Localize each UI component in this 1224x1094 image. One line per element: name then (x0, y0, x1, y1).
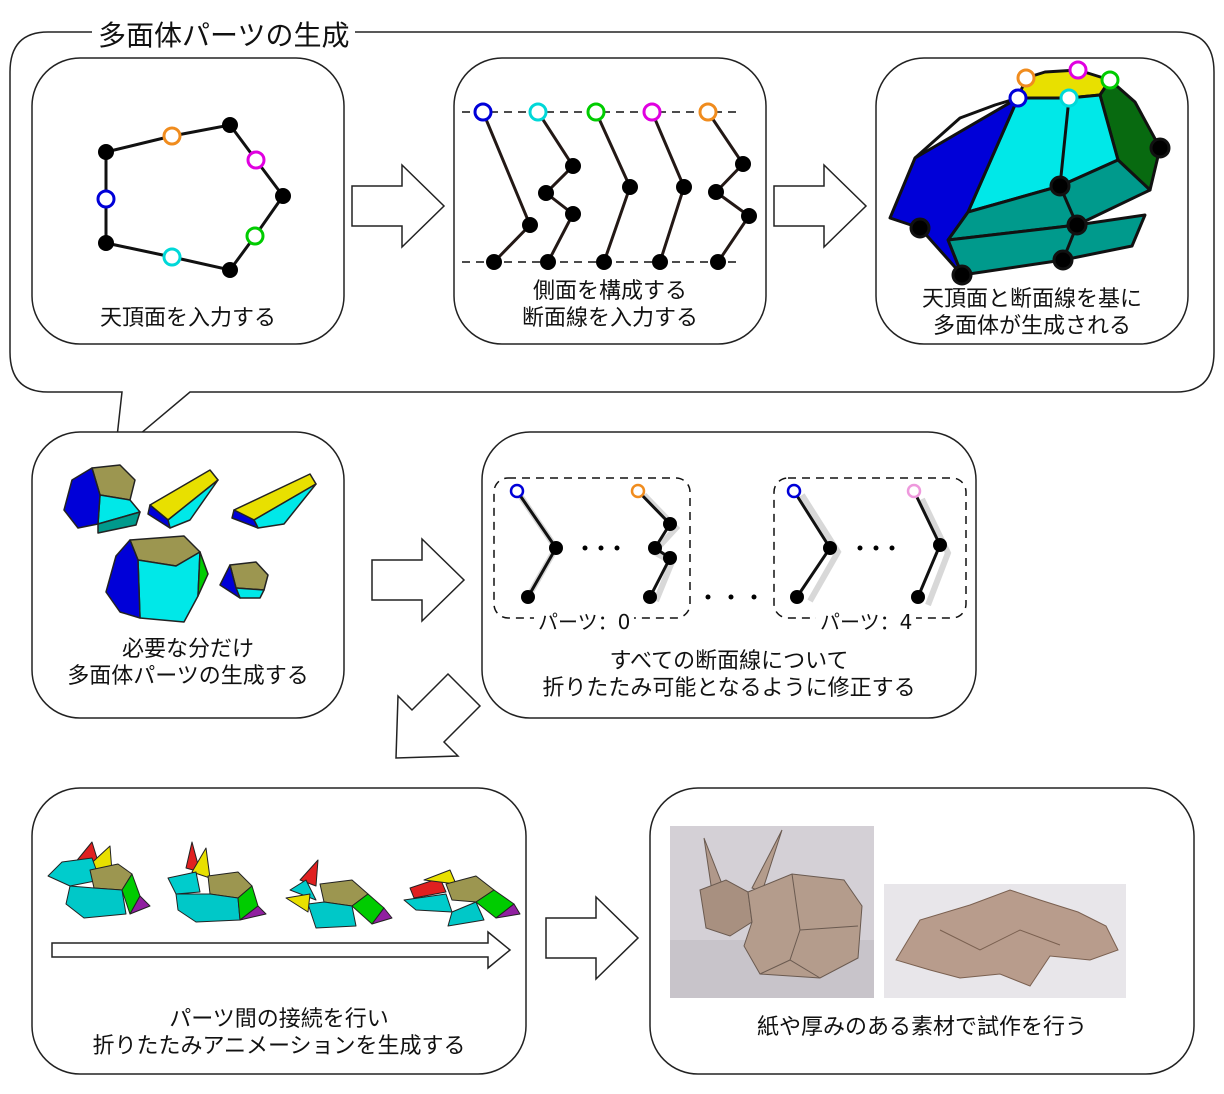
step-generate-parts-label: 必要な分だけ 多面体パーツの生成する (32, 636, 344, 690)
step-section-lines-label: 側面を構成する 断面線を入力する (454, 278, 766, 332)
vertex-cyan (162, 247, 182, 267)
fold-frame-2 (167, 841, 267, 923)
step-prototype-line1: 紙や厚みのある素材で試作を行う (756, 1015, 1087, 1040)
step-generate-parts-line1: 必要な分だけ (121, 637, 254, 662)
box-connect-parts (31, 787, 527, 1075)
fold-frame-1 (47, 841, 151, 919)
arrow-down-left (395, 672, 482, 759)
step-fix-sections-label: すべての断面線について 折りたたみ可能となるように修正する (482, 648, 976, 702)
part-4-label: パーツ：4 (816, 606, 917, 635)
timeline-arrow (51, 930, 512, 970)
box-top-face (31, 57, 345, 345)
fix-sections-figure (493, 477, 967, 619)
step-fix-sections-line1: すべての断面線について (609, 649, 849, 674)
step-section-lines-line1: 側面を構成する (532, 279, 687, 304)
prototype-photos (670, 826, 1126, 998)
frame-title: 多面体パーツの生成 (92, 14, 356, 54)
step-top-face-line1: 天頂面を入力する (99, 306, 276, 331)
box-section-lines (453, 57, 767, 345)
step-connect-parts-line2: 折りたたみアニメーションを生成する (92, 1034, 466, 1059)
part-0-label: パーツ：0 (534, 606, 635, 635)
box-fix-sections (481, 431, 977, 719)
arrow-right-3 (371, 537, 466, 623)
step-connect-parts-line1: パーツ間の接続を行い (169, 1007, 389, 1032)
step-connect-parts-label: パーツ間の接続を行い 折りたたみアニメーションを生成する (32, 1006, 526, 1060)
vertex-magenta (246, 150, 266, 170)
step-generate-parts-line2: 多面体パーツの生成する (67, 664, 309, 689)
vertex-green (245, 226, 265, 246)
part-4-frame (773, 477, 967, 619)
vertex-blue (96, 189, 116, 209)
arrow-right-2 (773, 163, 868, 249)
step-fix-sections-line2: 折りたたみ可能となるように修正する (542, 676, 916, 701)
step-section-lines-line2: 断面線を入力する (521, 306, 698, 331)
step-polyhedron-line2: 多面体が生成される (932, 314, 1131, 339)
step-polyhedron-label: 天頂面と断面線を基に 多面体が生成される (876, 286, 1188, 340)
vertex-orange (162, 126, 182, 146)
step-prototype-label: 紙や厚みのある素材で試作を行う (650, 1014, 1194, 1041)
fold-frame-3 (285, 859, 393, 929)
arrow-right-1 (351, 163, 446, 249)
step-polyhedron-line1: 天頂面と断面線を基に (921, 287, 1142, 312)
folding-animation-figure (47, 841, 521, 929)
generated-parts-figure (63, 464, 317, 623)
fold-frame-4 (403, 869, 521, 927)
polyhedron-figure (888, 60, 1171, 286)
arrow-right-4 (545, 895, 640, 981)
step-top-face-label: 天頂面を入力する (32, 305, 344, 332)
top-face-figure (96, 117, 291, 278)
section-lines-figure (462, 102, 757, 270)
